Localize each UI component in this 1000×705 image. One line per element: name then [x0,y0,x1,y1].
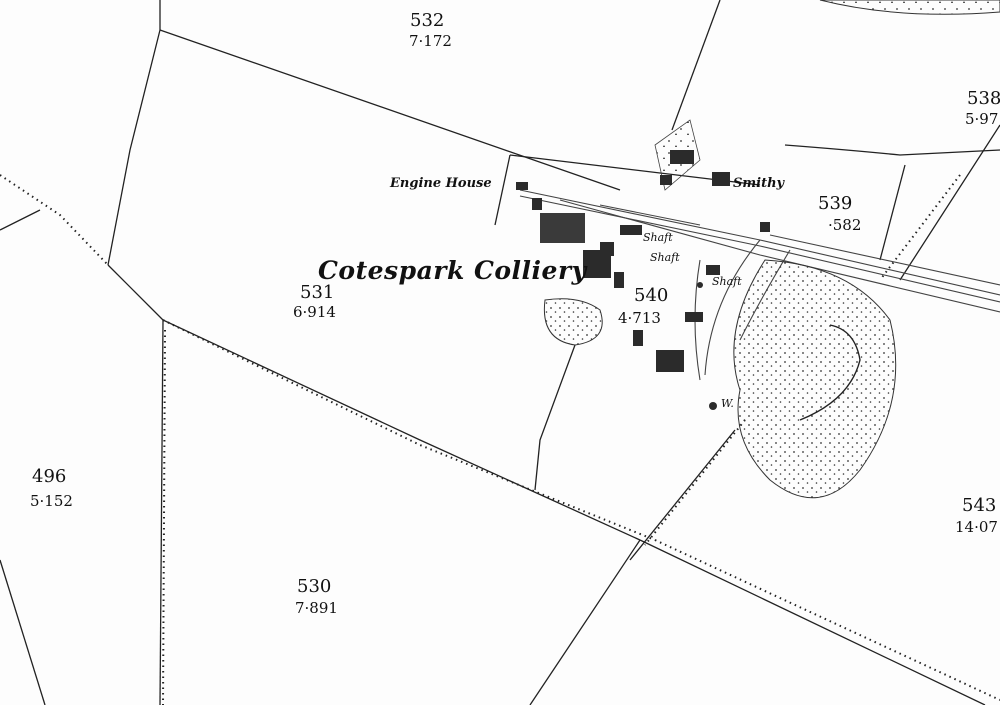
dotted-boundaries [0,174,1000,705]
parcel-number-543: 543 [962,495,997,516]
parcel-area-540: 4·713 [618,309,661,327]
shaft-label-2: Shaft [650,251,680,264]
parcel-number-538: 538 [967,88,1000,109]
railway-sidings [519,189,1000,381]
parcel-area-539: ·582 [828,216,862,234]
shaft-label-1: Shaft [643,231,673,244]
parcel-number-496: 496 [32,466,67,487]
spoil-heap [543,259,897,499]
smithy-label: Smithy [733,176,785,191]
parcel-number-539: 539 [818,193,853,214]
parcel-area-531: 6·914 [293,303,336,321]
well-label: W. [721,397,734,410]
parcel-area-532: 7·172 [409,32,452,50]
parcel-area-543: 14·07 [955,518,998,536]
orchard [654,0,1000,191]
parcel-area-538: 5·97 [965,110,999,128]
parcel-number-540: 540 [634,285,669,306]
colliery-title: Cotespark Colliery [318,256,587,285]
shaft-label-3: Shaft [712,275,742,288]
parcel-number-532: 532 [410,10,445,31]
colliery-buildings [516,150,770,410]
parcel-area-530: 7·891 [295,599,338,617]
parcel-area-496: 5·152 [30,492,73,510]
parcel-number-531: 531 [300,282,335,303]
engine-house-label: Engine House [390,176,492,191]
parcel-number-530: 530 [297,576,332,597]
